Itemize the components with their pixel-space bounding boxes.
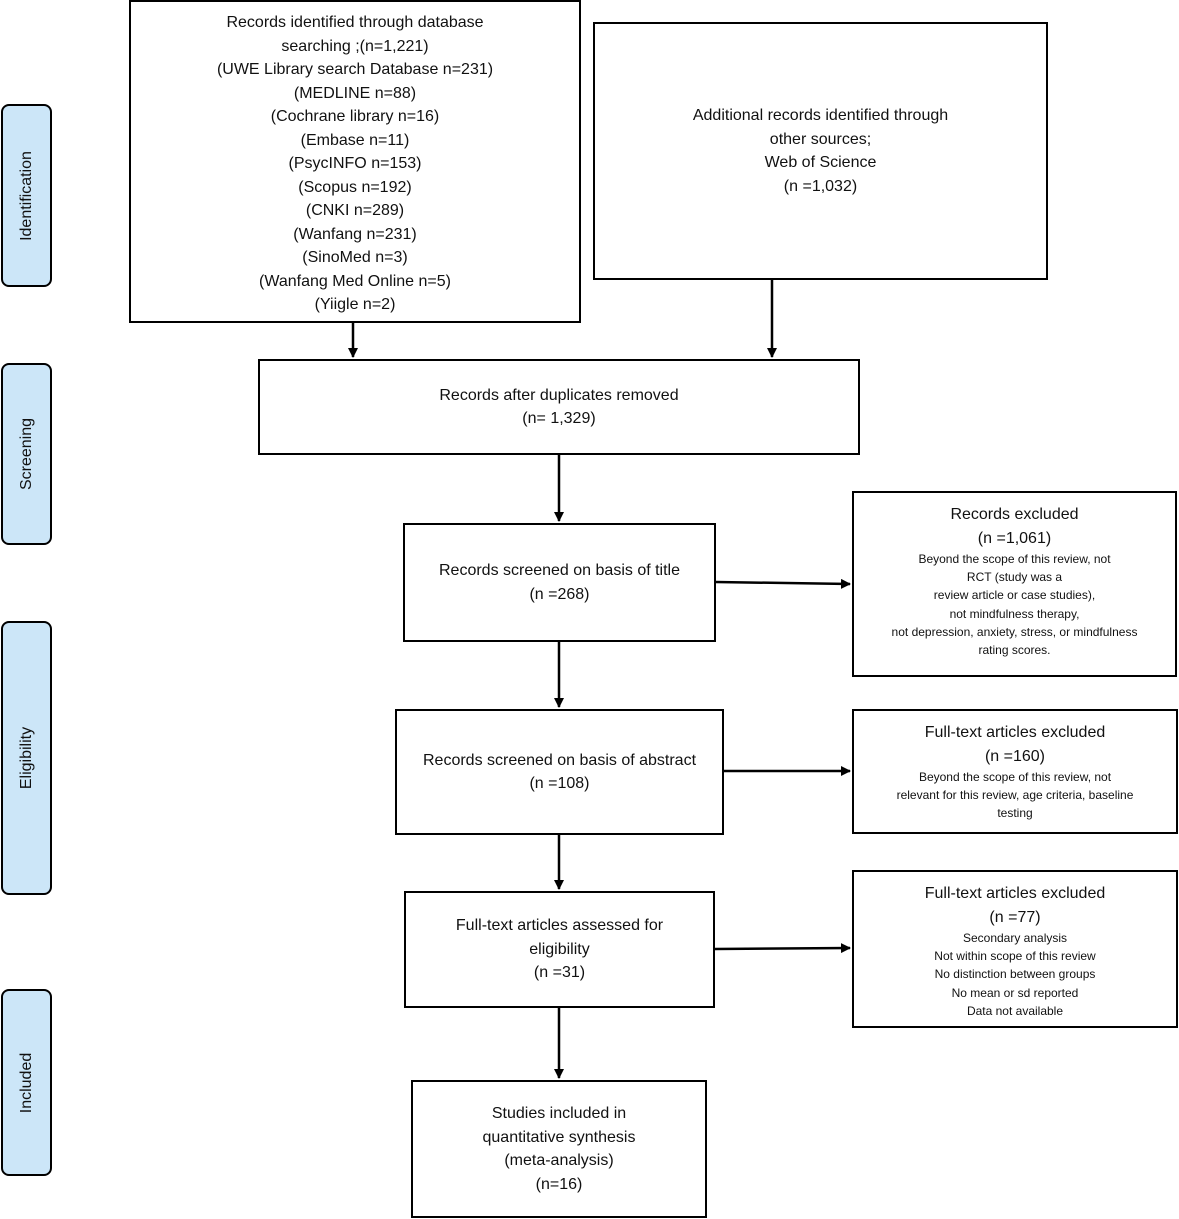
database-line: (SinoMed n=3) <box>302 249 408 266</box>
title-screening-box: Records screened on basis of title (n =2… <box>403 523 716 642</box>
database-line: Records identified through database <box>226 14 484 31</box>
excluded-heading: Records excluded <box>950 506 1079 523</box>
database-line: (Wanfang n=231) <box>293 225 417 243</box>
database-search-box: Records identified through database sear… <box>129 0 581 323</box>
database-line: (Embase n=11) <box>300 131 410 149</box>
database-line: (PsycINFO n=153) <box>288 155 422 172</box>
excluded-reason: Secondary analysis <box>962 931 1068 945</box>
abstract-screening-line: Records screened on basis of abstract <box>422 751 697 769</box>
fulltext-excluded-77-box: Full-text articles excluded (n =77) Seco… <box>852 870 1178 1028</box>
studies-included-box: Studies included in quantitative synthes… <box>411 1080 707 1218</box>
excluded-reason: Beyond the scope of this review, not <box>918 770 1112 784</box>
excluded-reason: review article or case studies), <box>933 588 1096 603</box>
additional-records-box: Additional records identified through ot… <box>593 22 1048 280</box>
duplicates-line: (n= 1,329) <box>522 410 596 427</box>
abstract-screening-box: Records screened on basis of abstract (n… <box>395 709 724 835</box>
excluded-reason: testing <box>997 806 1033 821</box>
excluded-heading: Full-text articles excluded <box>924 724 1106 741</box>
excluded-reason: Data not available <box>966 1003 1064 1018</box>
database-line: (MEDLINE n=88) <box>293 84 417 102</box>
database-line: (Yiigle n=2) <box>314 296 396 313</box>
excluded-count: (n =160) <box>984 747 1046 765</box>
duplicates-line: Records after duplicates removed <box>439 386 679 404</box>
excluded-reason: No distinction between groups <box>934 967 1096 982</box>
title-screening-line: Records screened on basis of title <box>438 562 680 579</box>
excluded-reason: No mean or sd reported <box>951 985 1079 1000</box>
excluded-reason: not depression, anxiety, stress, or mind… <box>891 624 1138 639</box>
excluded-reason: rating scores. <box>978 643 1051 658</box>
excluded-reason: relevant for this review, age criteria, … <box>896 788 1134 803</box>
additional-line: Web of Science <box>764 154 877 171</box>
additional-line: other sources; <box>769 130 872 148</box>
included-line: quantitative synthesis <box>482 1128 636 1146</box>
excluded-reason: not mindfulness therapy, <box>949 606 1080 621</box>
excluded-count: (n =77) <box>989 908 1041 926</box>
excluded-reason: Beyond the scope of this review, not <box>918 552 1111 566</box>
database-line: (UWE Library search Database n=231) <box>216 61 494 78</box>
stage-eligibility: Eligibility <box>1 621 52 895</box>
stage-included: Included <box>1 989 52 1176</box>
duplicates-removed-box: Records after duplicates removed (n= 1,3… <box>258 359 860 455</box>
fulltext-excluded-160-box: Full-text articles excluded (n =160) Bey… <box>852 709 1178 834</box>
excluded-reason: Not within scope of this review <box>934 949 1096 964</box>
records-excluded-box: Records excluded (n =1,061) Beyond the s… <box>852 491 1177 677</box>
database-line: (Scopus n=192) <box>298 178 412 196</box>
included-line: (n=16) <box>535 1175 583 1193</box>
fulltext-line: (n =31) <box>533 964 586 982</box>
database-line: (Wanfang Med Online n=5) <box>259 272 451 290</box>
arrow-title-to-excluded <box>715 578 851 589</box>
arrow-fulltext-to-excluded <box>714 943 851 954</box>
database-line: (CNKI n=289) <box>305 202 405 219</box>
excluded-heading: Full-text articles excluded <box>924 885 1106 902</box>
stage-identification: Identification <box>1 104 52 287</box>
title-screening-line: (n =268) <box>529 585 590 603</box>
excluded-count: (n =1,061) <box>977 529 1052 547</box>
included-line: (meta-analysis) <box>504 1152 614 1169</box>
fulltext-line: eligibility <box>529 940 590 958</box>
excluded-reason: RCT (study was a <box>966 570 1063 585</box>
database-line: searching ;(n=1,221) <box>281 37 429 55</box>
additional-line: (n =1,032) <box>783 177 858 195</box>
additional-line: Additional records identified through <box>692 107 949 124</box>
stage-screening: Screening <box>1 363 52 545</box>
included-line: Studies included in <box>491 1105 627 1122</box>
fulltext-assessed-box: Full-text articles assessed for eligibil… <box>404 891 715 1008</box>
fulltext-line: Full-text articles assessed for <box>455 917 664 935</box>
database-line: (Cochrane library n=16) <box>270 108 440 125</box>
abstract-screening-line: (n =108) <box>529 775 590 792</box>
